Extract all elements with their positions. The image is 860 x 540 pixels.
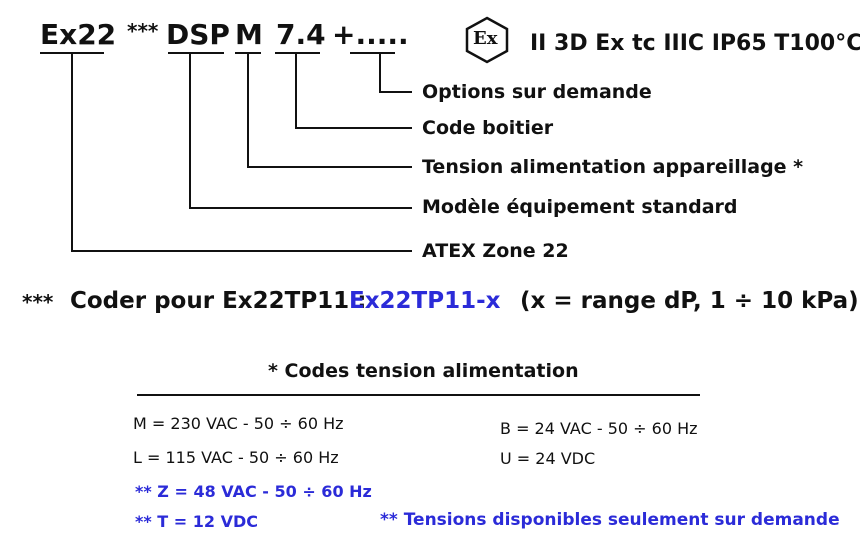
tension-code-m: M = 230 VAC - 50 ÷ 60 Hz [133,414,344,433]
tension-code-u: U = 24 VDC [500,449,596,468]
note-stars: *** [22,290,54,314]
note-range: (x = range dP, 1 ÷ 10 kPa) [520,288,859,314]
tension-code-l: L = 115 VAC - 50 ÷ 60 Hz [133,448,339,467]
label-modele: Modèle équipement standard [422,196,738,218]
code-stars: *** [127,19,159,43]
label-boitier: Code boitier [422,117,554,139]
note-highlight: Ex22TP11-x [349,288,501,314]
certification-text: II 3D Ex tc IIIC IP65 T100°C [530,31,860,56]
label-tension: Tension alimentation appareillage * [422,156,804,178]
code-part-options: +..... [332,18,409,51]
code-part-m: M [235,18,263,51]
label-atex: ATEX Zone 22 [422,240,569,262]
tension-on-demand-note: ** Tensions disponibles seulement sur de… [380,510,840,530]
tension-code-b: B = 24 VAC - 50 ÷ 60 Hz [500,419,698,438]
ex-hexagon-icon [465,16,509,64]
ex-symbol-label: Ex [473,28,498,49]
code-part-voltage: 7.4 [276,18,326,51]
note-text: Coder pour Ex22TP11 : [70,288,367,314]
tension-code-t: ** T = 12 VDC [135,512,259,531]
label-options: Options sur demande [422,81,652,103]
code-part-dsp: DSP [166,18,230,51]
code-part-ex22: Ex22 [40,18,117,51]
tension-codes-title: * Codes tension alimentation [268,360,579,382]
tension-code-z: ** Z = 48 VAC - 50 ÷ 60 Hz [135,482,372,501]
